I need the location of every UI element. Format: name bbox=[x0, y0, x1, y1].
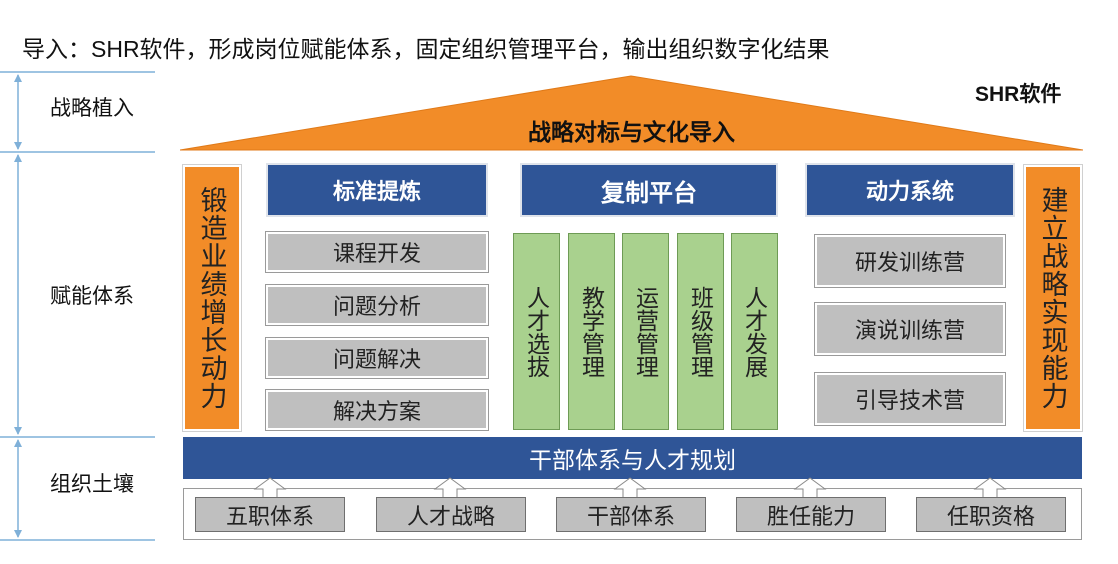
section-label-strategy: 战略植入 bbox=[50, 97, 134, 120]
standards-item: 解决方案 bbox=[265, 389, 489, 431]
platform-item: 运营管理 bbox=[622, 233, 669, 430]
motivation-item: 引导技术营 bbox=[814, 372, 1006, 426]
standards-item: 问题分析 bbox=[265, 284, 489, 326]
platform-item: 人才发展 bbox=[731, 233, 778, 430]
right-pillar: 建立战略实现能力 bbox=[1023, 164, 1083, 432]
base-item: 干部体系 bbox=[556, 497, 706, 532]
column-title-motivation: 动力系统 bbox=[805, 163, 1015, 217]
roof bbox=[180, 75, 1083, 151]
base-item: 胜任能力 bbox=[736, 497, 886, 532]
base-item: 五职体系 bbox=[195, 497, 345, 532]
platform-item: 人才选拔 bbox=[513, 233, 560, 430]
column-title-platform: 复制平台 bbox=[520, 163, 778, 217]
motivation-item: 演说训练营 bbox=[814, 302, 1006, 356]
left-pillar: 锻造业绩增长动力 bbox=[182, 164, 242, 432]
base-item: 任职资格 bbox=[916, 497, 1066, 532]
standards-item: 课程开发 bbox=[265, 231, 489, 273]
foundation-bar: 干部体系与人才规划 bbox=[183, 437, 1082, 479]
platform-item: 教学管理 bbox=[568, 233, 615, 430]
section-label-foundation: 组织土壤 bbox=[50, 473, 134, 496]
page-heading: 导入：SHR软件，形成岗位赋能体系，固定组织管理平台，输出组织数字化结果 bbox=[22, 36, 830, 62]
brand-label: SHR软件 bbox=[975, 83, 1062, 106]
motivation-item: 研发训练营 bbox=[814, 234, 1006, 288]
section-label-enablement: 赋能体系 bbox=[50, 285, 134, 308]
platform-item: 班级管理 bbox=[677, 233, 724, 430]
standards-item: 问题解决 bbox=[265, 337, 489, 379]
roof-title: 战略对标与文化导入 bbox=[528, 119, 735, 145]
base-item: 人才战略 bbox=[376, 497, 526, 532]
section-guides bbox=[0, 71, 155, 541]
column-title-standards: 标准提炼 bbox=[266, 163, 488, 217]
